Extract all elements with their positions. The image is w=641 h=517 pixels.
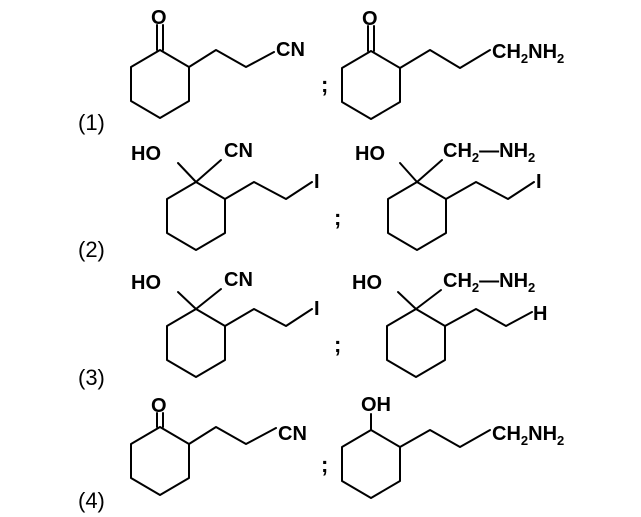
aminomethyl-label: CH2—NH2 <box>443 270 535 295</box>
hydroxyl-label: HO <box>352 272 382 294</box>
hydroxyl-label: HO <box>131 143 161 165</box>
separator-1: ; <box>321 72 328 97</box>
separator-3: ; <box>334 332 341 357</box>
cyclohexane-ring <box>166 181 226 251</box>
separator-4: ; <box>321 452 328 477</box>
hydroxyl-label: HO <box>355 143 385 165</box>
iodine-label: I <box>314 171 320 193</box>
cyclohexane-ring <box>166 308 226 378</box>
separator-2: ; <box>334 205 341 230</box>
nitrile-label: CN <box>224 269 253 291</box>
hydroxyl-label: HO <box>131 272 161 294</box>
aminomethyl-label: CH2NH2 <box>492 423 564 448</box>
cyclohexane-ring <box>130 49 190 119</box>
option-label-4: (4) <box>78 488 105 513</box>
structure-4-right: OH CH2NH2 <box>341 394 564 499</box>
cyclohexane-ring <box>341 50 401 120</box>
structure-1-right: O CH2NH2 <box>341 8 564 120</box>
aminomethyl-label: CH2NH2 <box>492 41 564 66</box>
oxygen-label: O <box>151 395 167 417</box>
iodine-label: I <box>536 171 542 193</box>
cyclohexane-ring <box>387 181 447 251</box>
hydrogen-label: H <box>533 303 547 325</box>
structure-1-left: O CN <box>130 7 305 119</box>
option-label-3: (3) <box>78 365 105 390</box>
cyclohexane-ring <box>341 429 401 499</box>
nitrile-label: CN <box>278 423 307 445</box>
nitrile-label: CN <box>276 39 305 61</box>
cyclohexane-ring <box>386 308 446 378</box>
structure-3-left: HO CN I <box>131 269 320 378</box>
structure-2-right: HO CH2—NH2 I <box>355 140 542 251</box>
oxygen-label: O <box>362 8 378 30</box>
iodine-label: I <box>314 298 320 320</box>
nitrile-label: CN <box>224 140 253 162</box>
aminomethyl-label: CH2—NH2 <box>443 140 535 165</box>
structure-3-right: HO CH2—NH2 H <box>352 270 547 378</box>
hydroxyl-label: OH <box>361 394 391 416</box>
option-label-1: (1) <box>78 110 105 135</box>
structure-4-left: O CN <box>130 395 307 496</box>
option-label-2: (2) <box>78 237 105 262</box>
structure-2-left: HO CN I <box>131 140 320 251</box>
cyclohexane-ring <box>130 426 190 496</box>
oxygen-label: O <box>151 7 167 29</box>
